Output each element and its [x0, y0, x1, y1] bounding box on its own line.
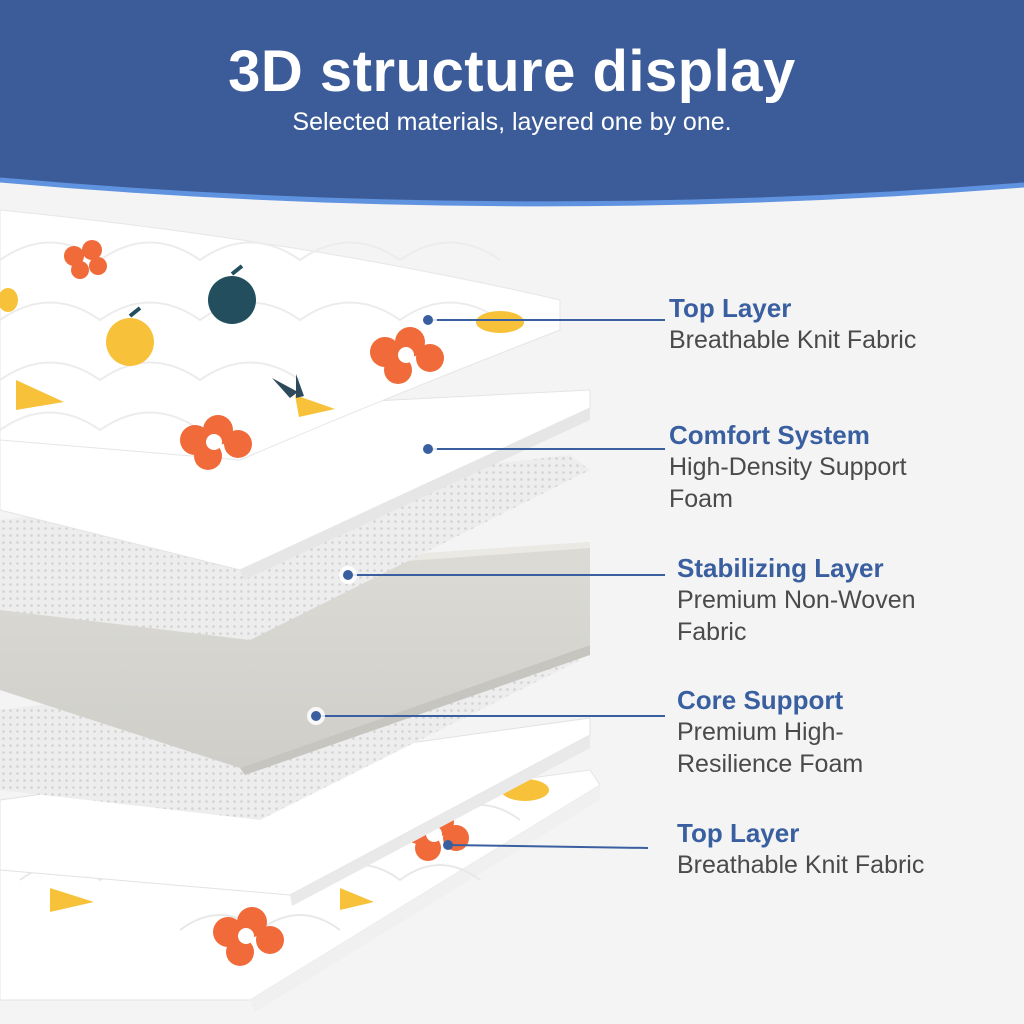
- apple-icon: [106, 306, 154, 366]
- callout-stabilizing-layer: Stabilizing Layer Premium Non-Woven Fabr…: [677, 552, 977, 648]
- callout-connector-comfort-system: [419, 440, 665, 458]
- callout-title: Top Layer: [669, 293, 792, 323]
- callout-connector-bottom-layer: [443, 840, 649, 850]
- callout-description: High-Density Support Foam: [669, 453, 907, 513]
- page-subtitle: Selected materials, layered one by one.: [292, 108, 732, 136]
- callout-comfort-system: Comfort System High-Density Support Foam: [669, 419, 969, 515]
- callout-title: Core Support: [677, 685, 844, 715]
- flower-icon: [213, 907, 284, 966]
- flower-icon: [64, 240, 107, 279]
- flower-icon: [180, 415, 252, 470]
- layer-sheet-lower: [0, 717, 591, 906]
- callout-connector-core-support: [307, 707, 665, 725]
- carrot-icon: [272, 374, 335, 417]
- callout-description: Premium Non-Woven Fabric: [677, 586, 916, 646]
- carrot-icon: [16, 380, 64, 410]
- flower-icon: [370, 327, 444, 384]
- callout-connector-stabilizing-layer: [339, 566, 665, 584]
- callout-title: Stabilizing Layer: [677, 553, 884, 583]
- apple-icon: [208, 264, 256, 324]
- lemon-icon: [0, 288, 18, 312]
- page-title: 3D structure display: [228, 39, 796, 104]
- callout-core-support: Core Support Premium High-Resilience Foa…: [677, 684, 897, 780]
- callout-description: Breathable Knit Fabric: [669, 326, 917, 354]
- lemon-icon: [476, 311, 524, 333]
- header-band: 3D structure display Selected materials,…: [0, 0, 1024, 215]
- callout-connector-top-layer: [419, 311, 665, 329]
- callout-title: Top Layer: [677, 818, 800, 848]
- callout-description: Premium High-Resilience Foam: [677, 718, 864, 778]
- callout-title: Comfort System: [669, 420, 870, 450]
- callout-top-layer: Top Layer Breathable Knit Fabric: [669, 292, 969, 356]
- layer-top-knit-fabric: [0, 209, 561, 470]
- callout-bottom-layer: Top Layer Breathable Knit Fabric: [677, 817, 977, 881]
- header-background: [0, 0, 1024, 207]
- callout-description: Breathable Knit Fabric: [677, 851, 925, 879]
- carrot-icon: [50, 888, 94, 912]
